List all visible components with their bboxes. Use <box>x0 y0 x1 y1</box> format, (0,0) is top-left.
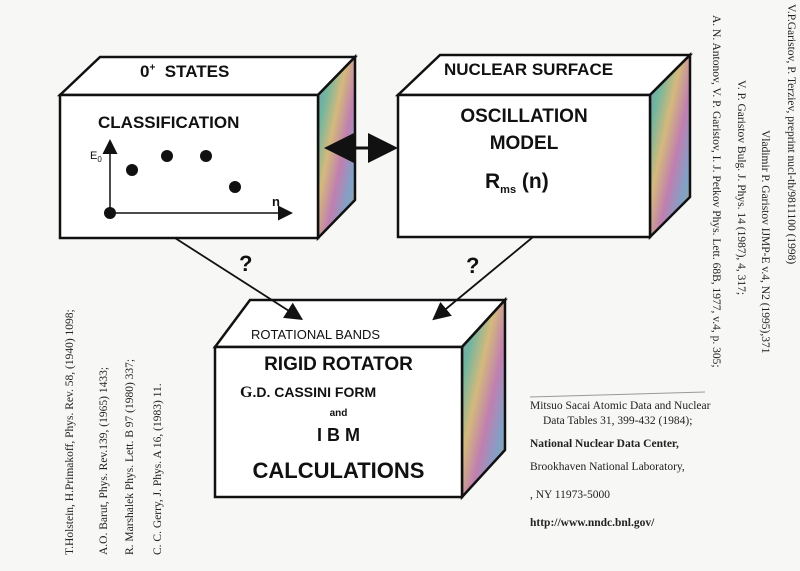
states-box <box>56 53 358 242</box>
ref-right-2: V. P. Garistov Bulg. J. Phys. 14 (1987),… <box>735 80 747 296</box>
ref-right-1: A. N. Antonov, V. P. Garistov, I. J. Pet… <box>710 15 722 368</box>
ref-bottom-6: http://www.nndc.bnl.gov/ <box>530 517 655 529</box>
question-mark-left: ? <box>239 251 253 276</box>
arrow-states-to-bands <box>174 237 304 320</box>
data-point <box>229 181 241 193</box>
question-mark-right: ? <box>466 253 480 278</box>
axis-x-label: n <box>272 194 280 209</box>
ref-bottom-3: National Nuclear Data Center, <box>530 438 679 450</box>
data-point <box>200 150 212 162</box>
ref-bottom-2: Data Tables 31, 399-432 (1984); <box>543 415 693 427</box>
bands-line5: CALCULATIONS <box>252 458 425 483</box>
ref-bottom-5: , NY 11973-5000 <box>530 489 610 501</box>
ref-right-3: Vladimir P. Garistov IJMP-E v.4, N2 (199… <box>759 130 771 354</box>
surface-box <box>394 51 694 241</box>
states-title: 0+ STATES <box>140 62 230 81</box>
bands-line2: G.D. CASSINI FORM <box>240 384 377 401</box>
surface-title: NUCLEAR SURFACE <box>444 60 614 79</box>
surface-line2: MODEL <box>489 133 559 154</box>
ref-left-2: A.O. Barut, Phys. Rev.139, (1965) 1433; <box>98 366 110 555</box>
ref-right-4: V.P.Garistov, P. Terziev, preprint nucl-… <box>785 4 797 265</box>
surface-box-front <box>396 93 652 239</box>
ref-left-4: C. C. Gerry, J. Phys. A 16, (1983) 11. <box>152 383 164 555</box>
arrow-surface-to-bands <box>432 236 534 321</box>
bands-title: ROTATIONAL BANDS <box>251 327 381 342</box>
data-point <box>126 164 138 176</box>
bands-line3: and <box>329 408 348 419</box>
data-point <box>104 207 116 219</box>
ref-bottom-4: Brookhaven National Laboratory, <box>530 461 685 473</box>
bands-box-front <box>213 345 464 499</box>
ref-left-3: R. Marshalek Phys. Lett. B 97 (1980) 337… <box>124 358 136 555</box>
classification-title: CLASSIFICATION <box>98 113 240 132</box>
axis-y-label: E0 <box>90 150 102 165</box>
surface-formula: Rms (n) <box>485 170 549 197</box>
ref-bottom-1: Mitsuo Sacai Atomic Data and Nuclear <box>530 400 711 412</box>
bands-line4: I B M <box>317 425 360 445</box>
ref-separator <box>529 391 706 398</box>
surface-line1: OSCILLATION <box>460 106 588 127</box>
ref-left-1: T.Holstein, H.Primakoff, Phys. Rev. 58, … <box>64 309 76 555</box>
data-point <box>161 150 173 162</box>
states-box-front <box>58 93 320 240</box>
bands-line1: RIGID ROTATOR <box>264 354 413 375</box>
